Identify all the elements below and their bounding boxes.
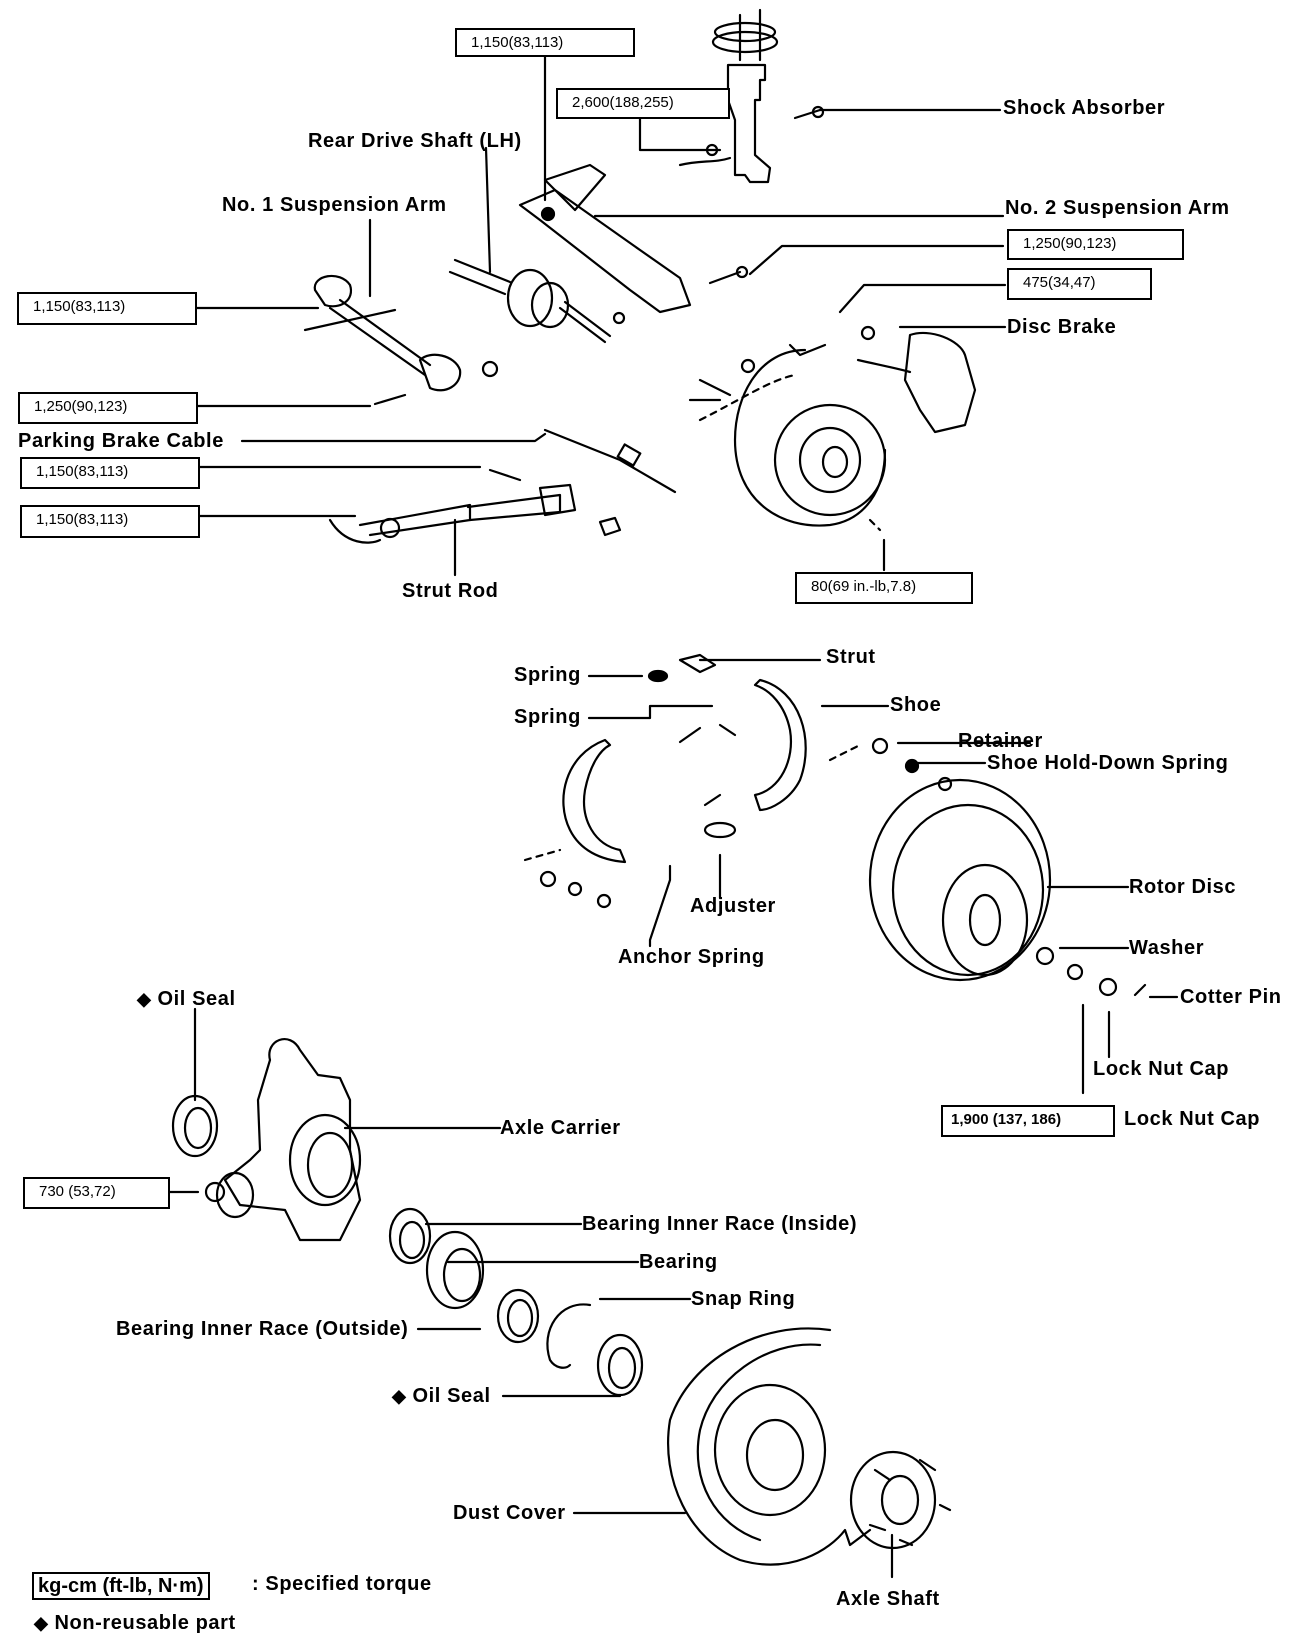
- label-shoe: Shoe: [890, 694, 942, 716]
- label-axle-shaft: Axle Shaft: [836, 1588, 940, 1610]
- torque-shock-lower: 2,600(188,255): [556, 88, 730, 119]
- label-parking-brake-cable: Parking Brake Cable: [18, 430, 224, 452]
- legend-torque-desc: : Specified torque: [252, 1573, 432, 1595]
- torque-no2-arm-bolt: 1,250(90,123): [1007, 229, 1184, 260]
- legend-non-reusable-text: Non-reusable part: [54, 1612, 236, 1634]
- torque-no1-arm-outer: 1,250(90,123): [18, 392, 198, 424]
- label-no2-suspension-arm: No. 2 Suspension Arm: [1005, 197, 1230, 219]
- bearing-stack-drawing: [388, 1207, 644, 1397]
- label-cotter-pin: Cotter Pin: [1180, 986, 1282, 1008]
- torque-disc-brake-bolt: 475(34,47): [1007, 268, 1152, 300]
- backing-plate-drawing: [688, 343, 887, 532]
- label-adjuster: Adjuster: [690, 895, 776, 917]
- leader-lines: [168, 54, 1179, 1579]
- torque-strut-rod-inner: 1,150(83,113): [20, 505, 200, 538]
- rotor-disc-drawing: [868, 778, 1147, 997]
- axle-shaft-drawing: [849, 1450, 952, 1550]
- disc-brake-drawing: [856, 325, 977, 434]
- label-dust-cover: Dust Cover: [453, 1502, 566, 1524]
- rear-drive-shaft-drawing: [448, 258, 612, 344]
- oil-seal-1-text: Oil Seal: [157, 988, 236, 1010]
- dust-cover-drawing: [667, 1327, 872, 1566]
- label-anchor-spring: Anchor Spring: [618, 946, 765, 968]
- label-bearing-inner-race-outside: Bearing Inner Race (Outside): [116, 1318, 409, 1340]
- non-reusable-diamond-icon: ◆: [34, 1613, 49, 1633]
- label-no1-suspension-arm: No. 1 Suspension Arm: [222, 194, 447, 216]
- label-lock-nut-cap-1: Lock Nut Cap: [1093, 1058, 1230, 1080]
- brake-shoes-drawing: [523, 653, 953, 909]
- non-reusable-diamond-icon: ◆: [137, 989, 152, 1009]
- torque-backing-plate-screw: 80(69 in.-lb,7.8): [795, 572, 973, 604]
- strut-rod-drawing: [328, 468, 622, 544]
- label-spring-2: Spring: [514, 706, 581, 728]
- label-rear-drive-shaft: Rear Drive Shaft (LH): [308, 130, 522, 152]
- axle-carrier-drawing: [171, 1038, 362, 1242]
- label-snap-ring: Snap Ring: [691, 1288, 796, 1310]
- label-oil-seal-2: ◆Oil Seal: [392, 1385, 491, 1407]
- legend-torque-unit-box: kg-cm (ft-lb, N·m): [32, 1572, 210, 1600]
- oil-seal-2-text: Oil Seal: [412, 1385, 491, 1407]
- label-axle-carrier: Axle Carrier: [500, 1117, 621, 1139]
- label-washer: Washer: [1129, 937, 1205, 959]
- label-strut-rod: Strut Rod: [402, 580, 499, 602]
- non-reusable-diamond-icon: ◆: [392, 1386, 407, 1406]
- parking-brake-cable-drawing: [543, 428, 677, 494]
- label-bearing-inner-race-inside: Bearing Inner Race (Inside): [582, 1213, 858, 1235]
- label-disc-brake: Disc Brake: [1007, 316, 1117, 338]
- label-lock-nut-cap-2: Lock Nut Cap: [1124, 1108, 1261, 1130]
- torque-strut-rod-outer: 1,150(83,113): [20, 457, 200, 489]
- label-spring-1: Spring: [514, 664, 581, 686]
- label-oil-seal-1: ◆Oil Seal: [137, 988, 236, 1010]
- torque-no2-arm-top: 1,150(83,113): [455, 28, 635, 57]
- label-rotor-disc: Rotor Disc: [1129, 876, 1237, 898]
- label-strut: Strut: [826, 646, 876, 668]
- label-bearing: Bearing: [639, 1251, 718, 1273]
- no2-suspension-arm-drawing: [518, 163, 749, 325]
- torque-no1-arm-inner: 1,150(83,113): [17, 292, 197, 325]
- label-shock-absorber: Shock Absorber: [1003, 97, 1166, 119]
- no1-suspension-arm-drawing: [303, 274, 499, 406]
- torque-lock-nut: 1,900 (137, 186): [941, 1105, 1115, 1137]
- torque-carrier-nut: 730 (53,72): [23, 1177, 170, 1209]
- shock-absorber-drawing: [678, 8, 825, 184]
- label-shoe-hold-down-spring: Shoe Hold-Down Spring: [987, 752, 1229, 774]
- legend-non-reusable: ◆Non-reusable part: [34, 1612, 236, 1634]
- label-retainer: Retainer: [958, 730, 1043, 752]
